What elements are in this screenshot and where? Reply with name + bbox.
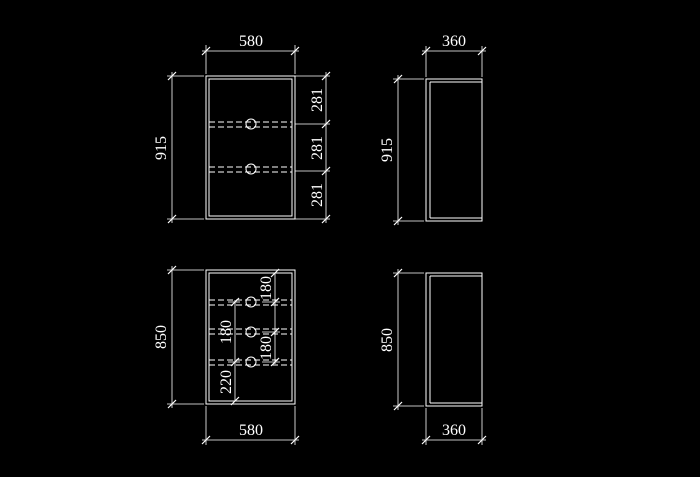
dimension-tick — [421, 435, 431, 445]
dimension-tick — [167, 265, 177, 275]
dimension-tick — [321, 214, 331, 224]
dimension-tick — [270, 297, 280, 307]
lower-hole-3 — [245, 356, 257, 368]
lower-side-depth-label: 360 — [442, 422, 466, 439]
dimension-tick — [290, 46, 300, 56]
dimension-tick — [270, 268, 280, 278]
dimension-tick — [167, 214, 177, 224]
dimension-tick — [230, 357, 240, 367]
dimension-tick — [230, 396, 240, 406]
lower-right-spacing-label: 180 — [258, 276, 275, 300]
lower-left-spacing-label: 220 — [218, 370, 235, 394]
upper-shelf-spacing-label: 281 — [309, 183, 326, 207]
dimension-tick — [477, 46, 487, 56]
lower-side-view: 850 360 — [379, 268, 487, 445]
dimension-tick — [167, 399, 177, 409]
dimension-tick — [167, 71, 177, 81]
dimension-tick — [270, 327, 280, 337]
dimension-tick — [321, 71, 331, 81]
lower-right-spacing-label: 180 — [258, 336, 275, 360]
upper-front-view: 580 915 281 281 281 — [153, 33, 331, 224]
upper-front-outer — [205, 75, 296, 220]
dimension-tick — [230, 297, 240, 307]
dimension-tick — [393, 74, 403, 84]
lower-left-spacing-label: 180 — [218, 320, 235, 344]
lower-side-height-label: 850 — [379, 328, 396, 352]
lower-front-outer — [205, 269, 296, 405]
dimension-tick — [421, 46, 431, 56]
upper-side-depth-label: 360 — [442, 33, 466, 50]
upper-side-view: 360 915 — [379, 33, 487, 226]
dimension-tick — [393, 401, 403, 411]
upper-front-width-label: 580 — [239, 33, 263, 50]
dimension-tick — [290, 435, 300, 445]
lower-front-inner — [208, 272, 293, 402]
lower-hole-2 — [245, 326, 257, 338]
upper-hole-2 — [245, 163, 257, 175]
upper-hole-1 — [245, 118, 257, 130]
dimension-tick — [321, 166, 331, 176]
dimension-tick — [477, 435, 487, 445]
upper-front-height-label: 915 — [153, 136, 170, 160]
dimension-tick — [270, 357, 280, 367]
upper-shelf-spacing-label: 281 — [309, 88, 326, 112]
dimension-tick — [393, 268, 403, 278]
upper-side-height-label: 915 — [379, 138, 396, 162]
lower-side-outer — [425, 272, 483, 407]
upper-front-inner — [208, 78, 293, 217]
dimension-tick — [321, 119, 331, 129]
lower-front-view: 850 180 220 180 180 580 — [153, 265, 300, 445]
upper-shelf-spacing-label: 281 — [309, 136, 326, 160]
dimension-tick — [201, 435, 211, 445]
upper-side-outer — [425, 78, 483, 222]
dimension-tick — [201, 46, 211, 56]
lower-front-height-label: 850 — [153, 325, 170, 349]
dimension-tick — [393, 216, 403, 226]
lower-front-width-label: 580 — [239, 422, 263, 439]
lower-hole-1 — [245, 296, 257, 308]
